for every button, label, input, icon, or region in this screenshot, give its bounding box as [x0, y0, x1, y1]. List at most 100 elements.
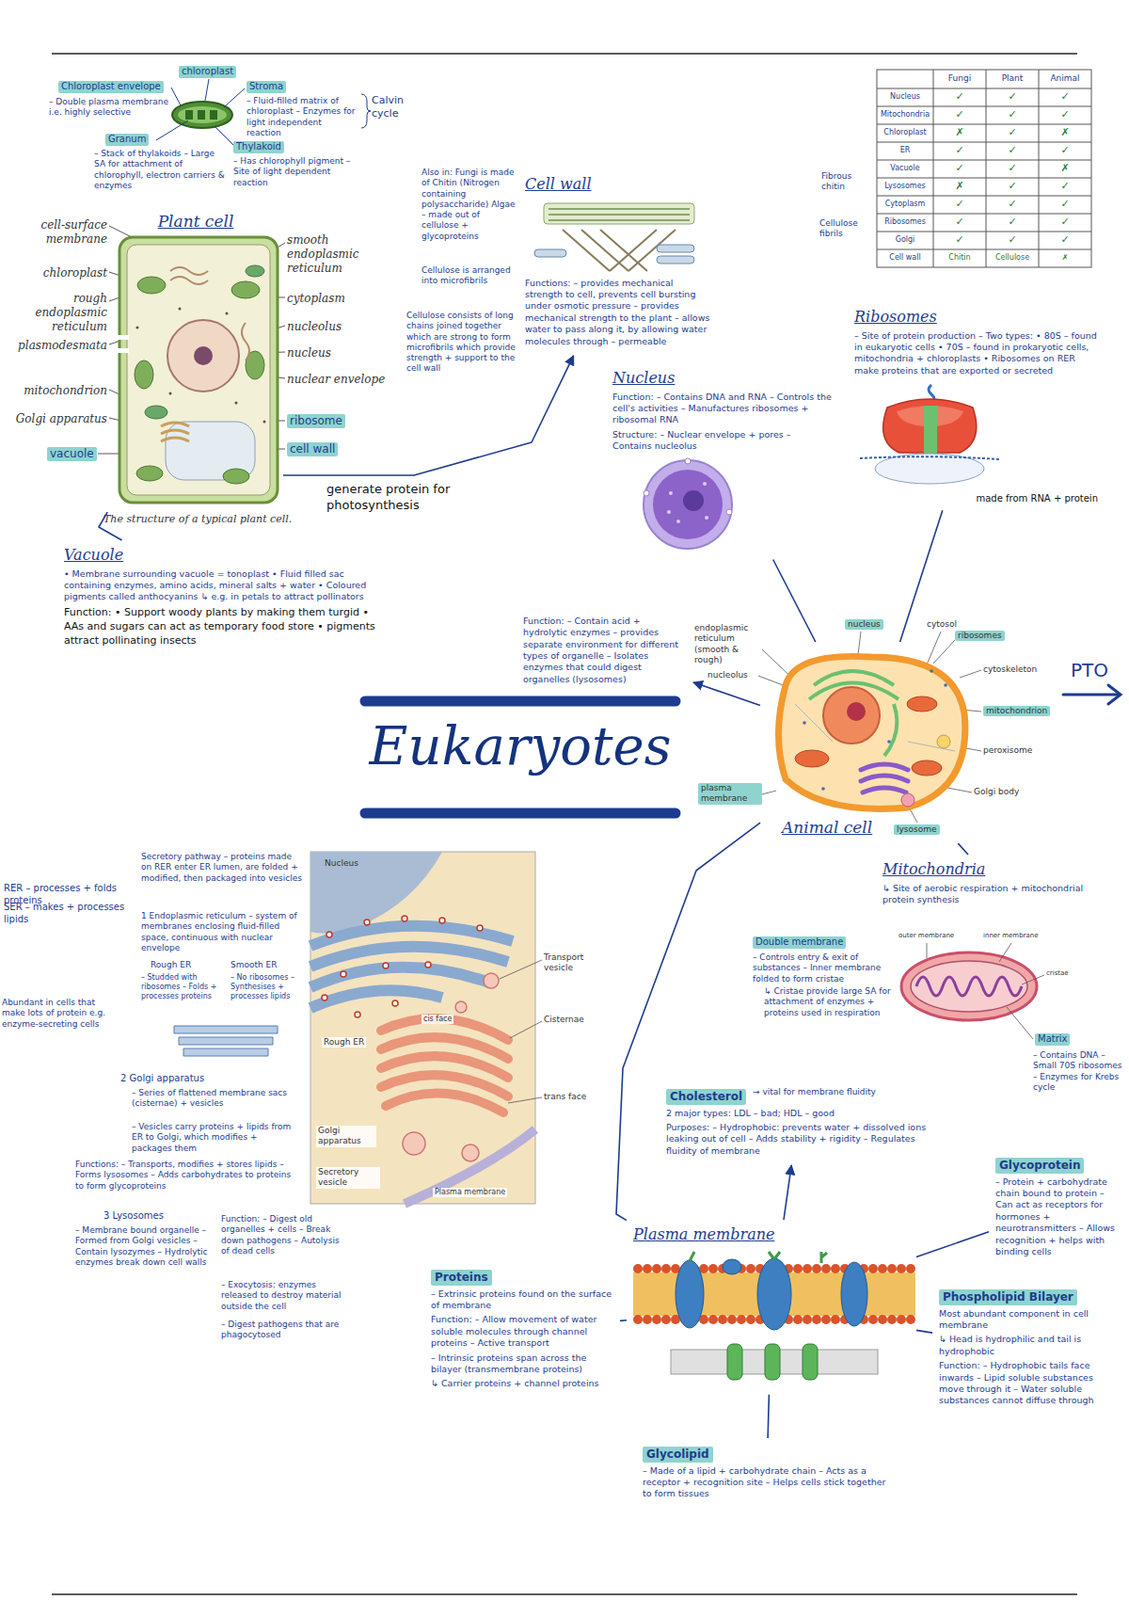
mitochondrion-figure	[926, 942, 1045, 1039]
table-cell: Cellulose	[987, 253, 1037, 263]
organelle-table	[876, 142, 1092, 144]
table-cell: ✓	[987, 197, 1037, 211]
table-cell: Golgi	[878, 235, 932, 245]
vacuole-node: Vacuole• Membrane surrounding vacuole = …	[61, 543, 386, 652]
mitochondrion-figure	[910, 960, 1028, 1012]
label: nucleolus	[286, 319, 342, 334]
er-sketch	[183, 1048, 269, 1056]
nucleus-figure	[643, 458, 732, 515]
cell-wall-figure	[656, 244, 695, 253]
title: Eukaryotes	[350, 713, 690, 780]
cell-wall-figure	[609, 229, 657, 271]
ribosome-figure	[859, 456, 1000, 460]
golgi-figure	[326, 931, 333, 938]
organelle-table	[876, 88, 1092, 90]
membrane-figure	[811, 1314, 822, 1324]
label: chloroplast	[178, 65, 237, 79]
table-cell: Cell wall	[878, 253, 932, 263]
animal-leader-line	[758, 631, 982, 823]
golgi-figure	[310, 851, 536, 1204]
mitochondria-node: Mitochondria↳ Site of aerobic respiratio…	[879, 858, 1111, 910]
leader-line	[171, 87, 181, 106]
node-heading: Cholesterol	[666, 1088, 747, 1105]
connector	[916, 1231, 989, 1257]
membrane-figure	[821, 1263, 831, 1273]
label: Smooth ER	[230, 959, 278, 970]
label: Fibrous chitin	[821, 171, 875, 193]
node-text: – Extrinsic proteins found on the surfac…	[430, 1288, 614, 1312]
plant-cell-figure	[160, 429, 190, 434]
label: SER – makes + processes lipids	[3, 901, 136, 925]
animal-cell-figure	[937, 734, 951, 748]
label: – Series of flattened membrane sacs (cis…	[131, 1087, 294, 1110]
connector	[693, 682, 761, 706]
membrane-figure	[651, 1263, 662, 1273]
label: cytosol	[926, 619, 957, 630]
membrane-figure	[689, 1251, 827, 1263]
animal-cell-figure	[906, 696, 938, 712]
figure	[854, 379, 1098, 493]
plant-cell-figure	[119, 237, 278, 503]
table-cell: ✓	[1040, 233, 1090, 247]
golgi-figure	[310, 925, 513, 1008]
animal-leader-line	[933, 639, 955, 664]
plant-cell-figure	[144, 265, 265, 419]
membrane-figure	[633, 1263, 643, 1273]
node-text: Most abundant component in cell membrane	[938, 1307, 1117, 1332]
animal-cell-figure	[809, 670, 899, 756]
label: 2 Golgi apparatus	[120, 1072, 205, 1085]
membrane-figure	[830, 1314, 841, 1324]
plant-cell-figure	[160, 437, 190, 442]
golgi-figure	[477, 924, 483, 931]
table-cell: ✓	[1040, 197, 1090, 211]
cell-wall-node: Cell wallFunctions: – provides mechanica…	[522, 173, 716, 352]
golgi-figure	[310, 989, 443, 1008]
table-cell: ER	[878, 145, 932, 156]
animal-cell-figure	[884, 703, 897, 756]
label: – Stack of thylakoids – Large SA for att…	[94, 148, 226, 191]
table-cell: ✓	[1040, 90, 1090, 104]
plant-cell-figure	[144, 405, 168, 419]
plant-cell-figure	[136, 326, 140, 330]
membrane-figure	[757, 1257, 792, 1330]
connector	[916, 1329, 933, 1333]
table-cell: Vacuole	[878, 163, 932, 174]
label: Functions: – Transports, modifies + stor…	[75, 1159, 302, 1192]
figure	[524, 197, 713, 278]
plant-cell-figure	[245, 265, 265, 277]
ribosome-node: Ribosomes– Site of protein production – …	[851, 305, 1101, 507]
title-bar	[365, 808, 676, 819]
connector	[767, 1394, 769, 1438]
connector	[620, 1319, 627, 1321]
label: Double membrane	[752, 936, 846, 949]
table-cell: ✗	[935, 179, 985, 193]
animal-cell-figure	[860, 775, 908, 781]
label: – No ribosomes – Synthesises + processes…	[230, 972, 306, 1002]
membrane-figure	[661, 1314, 671, 1324]
table-cell: ✓	[935, 197, 985, 211]
er-sketch	[174, 1025, 278, 1056]
table-cell: ✓	[987, 143, 1037, 158]
animal-cell-figure	[795, 749, 829, 767]
label: Cellulose consists of long chains joined…	[406, 310, 518, 375]
label: nucleus	[844, 619, 884, 630]
membrane-figure	[736, 1314, 747, 1324]
membrane-figure	[896, 1314, 907, 1324]
plant-cell-figure	[169, 392, 173, 396]
table-cell: Lysosomes	[878, 181, 932, 191]
table-cell: Mitochondria	[878, 110, 932, 120]
cell-wall-figure	[600, 229, 648, 271]
label: Plasma membrane	[432, 1187, 508, 1197]
golgi-figure	[385, 1093, 504, 1113]
table-cell: ✓	[935, 161, 985, 175]
plant-cell-figure	[134, 276, 265, 484]
label: Also in: Fungi is made of Chitin (Nitrog…	[421, 167, 520, 242]
membrane-figure	[877, 1314, 888, 1324]
organelle-table	[876, 195, 1092, 197]
label: 1 Endoplasmic reticulum – system of memb…	[141, 910, 303, 954]
membrane-figure	[642, 1314, 652, 1324]
golgi-figure	[364, 919, 370, 925]
plant-cell-figure	[160, 422, 190, 427]
organelle-table	[876, 69, 1092, 268]
label: – Has chlorophyll pigment – Site of ligh…	[233, 156, 356, 189]
